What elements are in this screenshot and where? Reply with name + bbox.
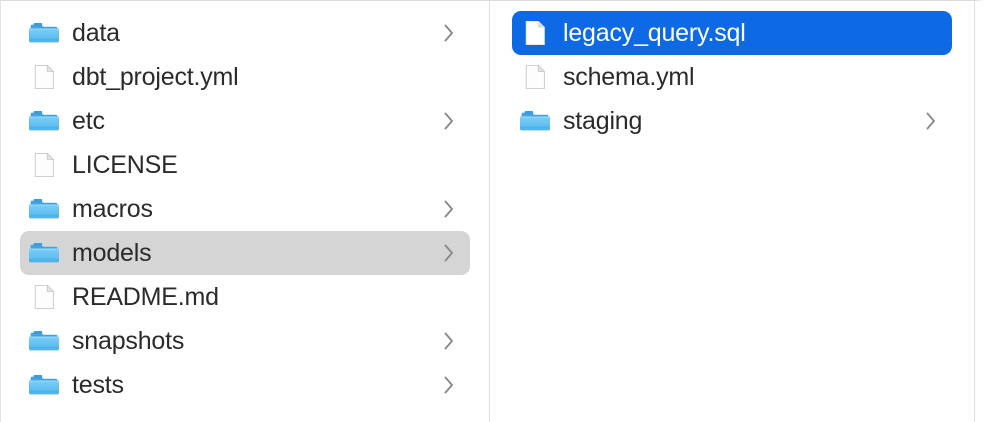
- chevron-right-icon[interactable]: [442, 22, 456, 44]
- folder-icon: [520, 106, 550, 136]
- folder-row[interactable]: macros: [20, 187, 470, 231]
- folder-icon: [29, 18, 59, 48]
- item-label: models: [72, 239, 152, 267]
- file-icon: [520, 18, 550, 48]
- folder-row[interactable]: staging: [512, 99, 952, 143]
- folder-icon: [29, 106, 59, 136]
- item-label: dbt_project.yml: [72, 63, 239, 91]
- folder-row[interactable]: data: [20, 11, 470, 55]
- file-row[interactable]: dbt_project.yml: [20, 55, 470, 99]
- item-label: etc: [72, 107, 105, 135]
- folder-row[interactable]: models: [20, 231, 470, 275]
- folder-icon: [29, 370, 59, 400]
- folder-icon: [29, 326, 59, 356]
- child-column[interactable]: legacy_query.sql schema.yml staging: [490, 1, 975, 422]
- file-row[interactable]: legacy_query.sql: [512, 11, 952, 55]
- file-icon: [29, 150, 59, 180]
- chevron-right-icon[interactable]: [924, 110, 938, 132]
- folder-row[interactable]: snapshots: [20, 319, 470, 363]
- item-label: LICENSE: [72, 151, 178, 179]
- chevron-right-icon[interactable]: [442, 242, 456, 264]
- file-row[interactable]: LICENSE: [20, 143, 470, 187]
- file-icon: [29, 282, 59, 312]
- chevron-right-icon[interactable]: [442, 374, 456, 396]
- item-label: snapshots: [72, 327, 185, 355]
- chevron-right-icon[interactable]: [442, 110, 456, 132]
- file-row[interactable]: README.md: [20, 275, 470, 319]
- item-label: schema.yml: [563, 63, 695, 91]
- chevron-right-icon[interactable]: [442, 330, 456, 352]
- file-icon: [520, 62, 550, 92]
- item-label: staging: [563, 107, 643, 135]
- item-label: tests: [72, 371, 124, 399]
- item-label: macros: [72, 195, 153, 223]
- folder-icon: [29, 194, 59, 224]
- item-label: data: [72, 19, 120, 47]
- file-icon: [29, 62, 59, 92]
- file-row[interactable]: schema.yml: [512, 55, 952, 99]
- folder-row[interactable]: etc: [20, 99, 470, 143]
- chevron-right-icon[interactable]: [442, 198, 456, 220]
- item-label: README.md: [72, 283, 219, 311]
- folder-icon: [29, 238, 59, 268]
- item-label: legacy_query.sql: [563, 19, 746, 47]
- folder-row[interactable]: tests: [20, 363, 470, 407]
